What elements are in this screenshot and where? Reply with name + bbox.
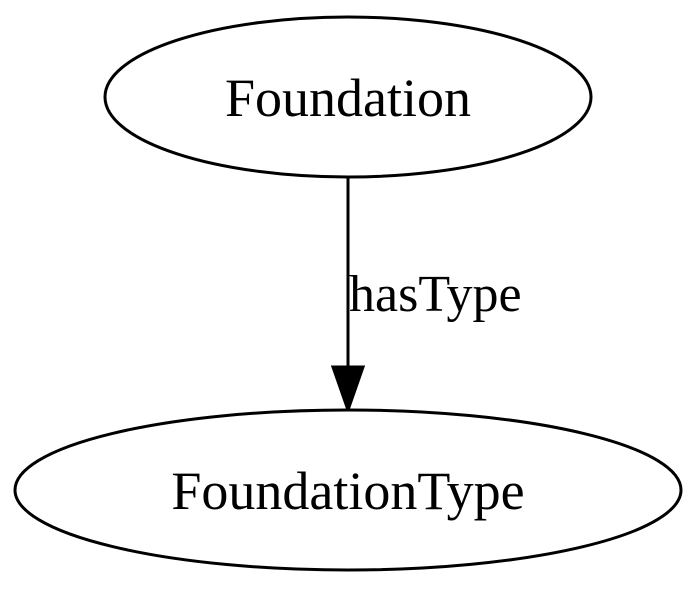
edge-hastype: hasType (330, 178, 522, 415)
node-foundation: Foundation (103, 15, 593, 179)
edge-hastype-label: hasType (349, 266, 522, 323)
node-foundation-type-shape (13, 408, 683, 572)
node-foundation-type: FoundationType (13, 408, 683, 572)
node-foundation-type-label: FoundationType (171, 461, 524, 521)
node-foundation-shape (103, 15, 593, 179)
arrowhead-icon (330, 365, 366, 415)
node-foundation-label: Foundation (225, 68, 471, 128)
